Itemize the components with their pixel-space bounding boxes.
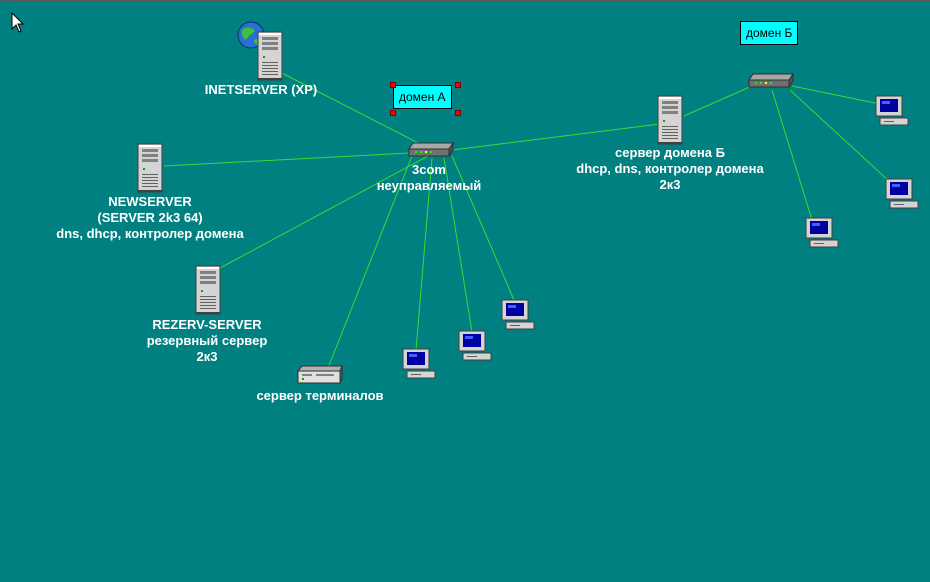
domain-a-box[interactable]: домен А (393, 85, 452, 109)
link-server-b-hub-b (683, 85, 753, 117)
network-hub-icon-a[interactable] (408, 142, 454, 157)
hub-a-label: 3com неуправляемый (377, 162, 482, 194)
pc-icon-b3[interactable] (805, 217, 839, 248)
link-hub-a-terminal (327, 155, 413, 369)
link-hub-a-pc1 (415, 157, 433, 351)
label-line: 2к3 (196, 349, 218, 364)
selection-handle[interactable] (390, 82, 396, 88)
label-line: 2к3 (659, 177, 681, 192)
window-top-border (0, 0, 930, 2)
server-icon-newserver[interactable] (137, 143, 163, 193)
link-hub-b-pc6 (771, 89, 813, 221)
pc-icon-a2[interactable] (458, 330, 492, 361)
network-hub-icon-b[interactable] (748, 73, 794, 88)
label-line: неуправляемый (376, 178, 482, 193)
selection-handle[interactable] (455, 82, 461, 88)
terminal-server-label: сервер терминалов (256, 388, 383, 404)
selection-handle[interactable] (455, 110, 461, 116)
link-hub-b-pc4 (791, 85, 881, 105)
label-line: сервер терминалов (256, 388, 384, 403)
label-line: dhcp, dns, контролер домена (576, 161, 764, 176)
domain-b-box[interactable]: домен Б (740, 21, 799, 45)
label-line: резервный сервер (146, 333, 268, 348)
link-hub-a-inetserver (275, 69, 429, 149)
link-hub-b-pc5 (789, 89, 891, 183)
rack-server-icon-terminal[interactable] (297, 365, 343, 384)
link-hub-a-pc2 (443, 157, 473, 333)
pc-icon-a3[interactable] (501, 299, 535, 330)
server-icon-rezerv[interactable] (195, 265, 221, 315)
selection-handle[interactable] (390, 110, 396, 116)
label-line: REZERV-SERVER (152, 317, 262, 332)
newserver-label: NEWSERVER (SERVER 2k3 64) dns, dhcp, кон… (56, 194, 243, 242)
label-line: INETSERVER (XP) (204, 82, 318, 97)
rezerv-server-label: REZERV-SERVER резервный сервер 2к3 (147, 317, 268, 365)
inetserver-label: INETSERVER (XP) (205, 82, 317, 98)
server-b-label: сервер домена Б dhcp, dns, контролер дом… (576, 145, 763, 193)
network-links (163, 69, 891, 369)
link-hub-a-server-b (451, 123, 661, 151)
link-hub-a-rezerv (219, 155, 429, 269)
link-hub-a-pc3 (451, 155, 515, 301)
server-icon-domain-b[interactable] (657, 95, 683, 145)
label-line: 3com (412, 162, 446, 177)
pc-icon-b2[interactable] (885, 178, 919, 209)
pc-icon-b1[interactable] (875, 95, 909, 126)
label-line: сервер домена Б (615, 145, 725, 160)
server-with-globe-icon[interactable] (237, 21, 283, 81)
label-line: NEWSERVER (108, 194, 192, 209)
link-hub-a-newserver (163, 151, 429, 167)
domain-a-label: домен А (399, 90, 446, 104)
domain-b-label: домен Б (746, 26, 793, 40)
label-line: dns, dhcp, контролер домена (56, 226, 244, 241)
mouse-cursor-icon (11, 12, 25, 33)
label-line: (SERVER 2k3 64) (97, 210, 203, 225)
pc-icon-a1[interactable] (402, 348, 436, 379)
